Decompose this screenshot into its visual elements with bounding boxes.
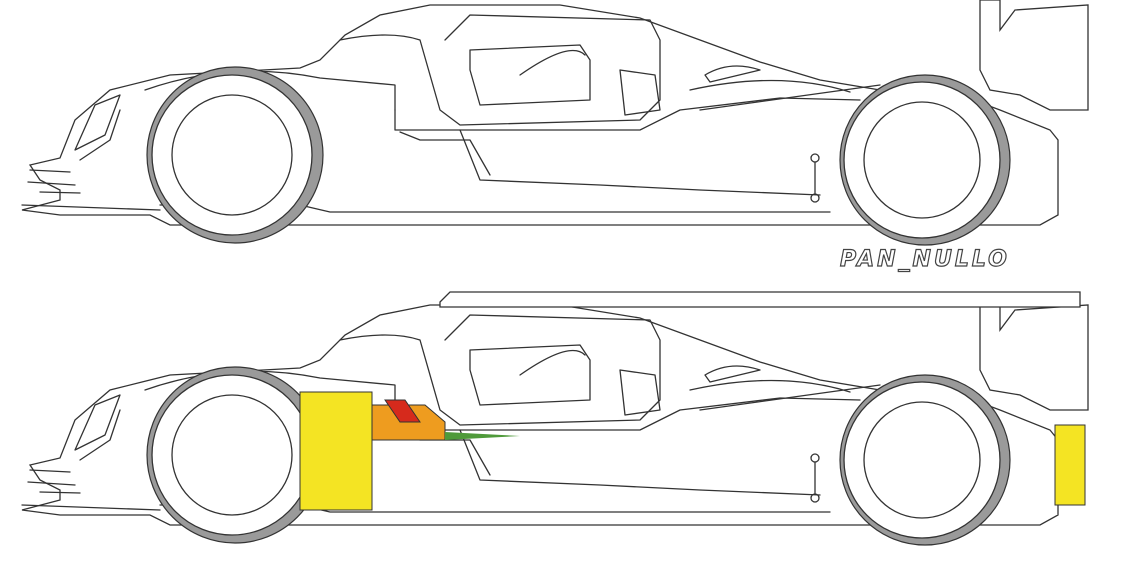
zone-green xyxy=(445,432,520,440)
zone-yellow-front xyxy=(299,391,373,511)
car-bottom-highlighted xyxy=(21,291,1089,546)
zone-red xyxy=(384,399,421,423)
watermark-text: PAN_NULLO xyxy=(839,246,1010,272)
car-top-reference xyxy=(21,0,1089,246)
zone-yellow-rear xyxy=(1054,424,1086,506)
